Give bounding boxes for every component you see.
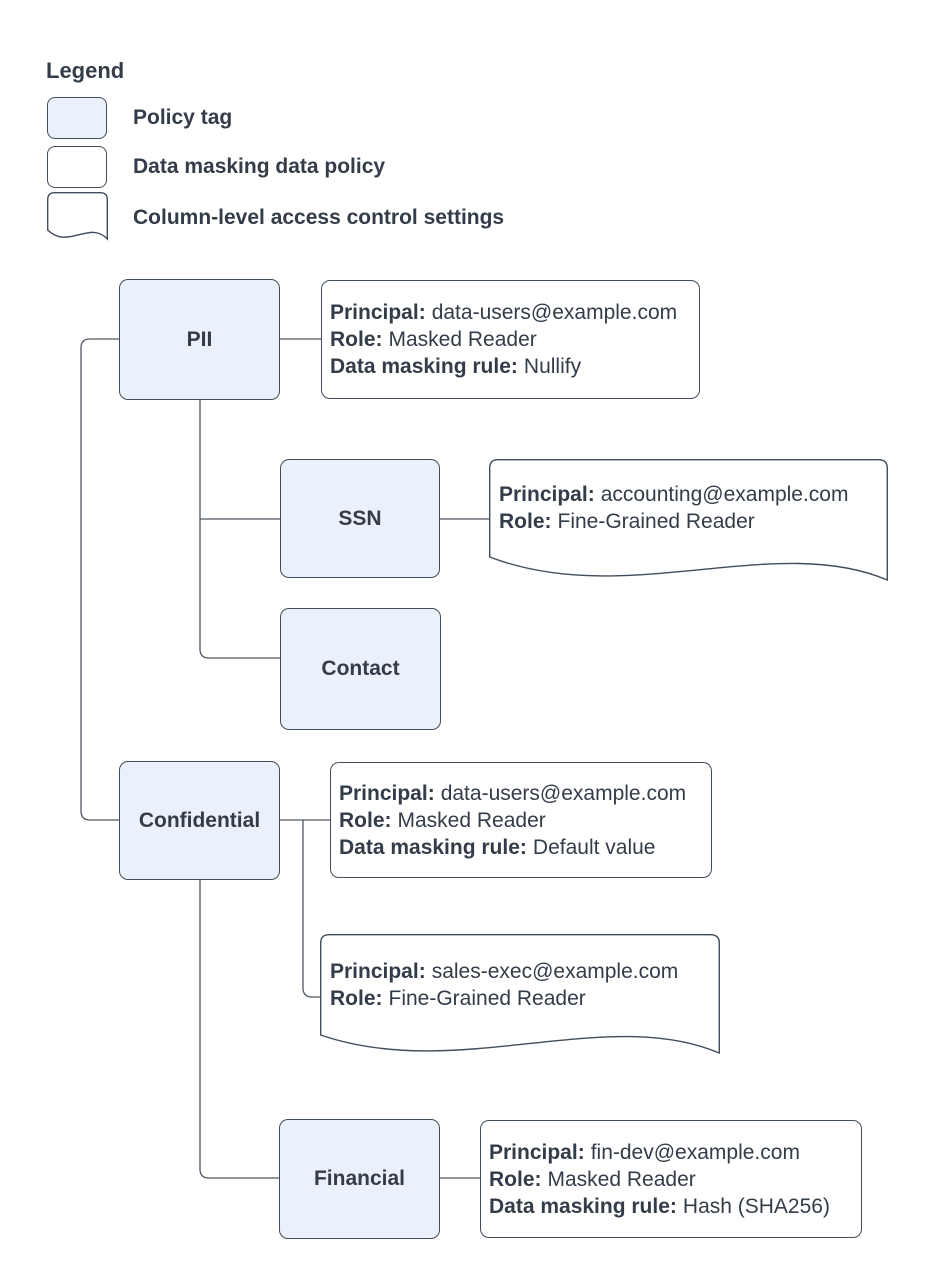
data-policy-financial-masking: Principal:fin-dev@example.com Role:Maske… xyxy=(480,1120,862,1238)
policy-tag-confidential: Confidential xyxy=(119,761,280,880)
access-control-ssn-text: Principal:accounting@example.com Role:Fi… xyxy=(489,459,888,557)
policy-tag-pii: PII xyxy=(119,279,280,400)
connector-pii-to-ssn xyxy=(199,400,280,520)
policy-line: Data masking rule:Nullify xyxy=(330,355,582,378)
legend-data-policy-label: Data masking data policy xyxy=(133,155,386,178)
policy-line: Data masking rule:Hash (SHA256) xyxy=(489,1194,830,1218)
policy-tag-pii-label: PII xyxy=(186,327,213,351)
policy-line: Data masking rule:Default value xyxy=(339,835,656,859)
connector-trunk-pii-confidential xyxy=(80,338,119,821)
connector-confidential-to-access-doc xyxy=(302,820,320,998)
access-control-ssn: Principal:accounting@example.com Role:Fi… xyxy=(489,459,888,589)
document-shape xyxy=(320,934,720,1055)
legend-title: Legend xyxy=(46,58,125,83)
legend-policy-tag-swatch xyxy=(47,97,107,139)
policy-line: Role:Masked Reader xyxy=(339,808,546,832)
connector-confidential-to-financial xyxy=(199,880,279,1179)
policy-line: Role:Masked Reader xyxy=(330,328,537,351)
connector-pii-to-contact xyxy=(199,519,280,659)
policy-tag-financial-label: Financial xyxy=(313,1167,406,1190)
policy-tag-ssn-label: SSN xyxy=(338,506,382,530)
document-shape xyxy=(489,459,888,582)
legend-document-label: Column-level access control settings xyxy=(133,205,505,229)
policy-line: Principal:data-users@example.com xyxy=(339,781,687,805)
access-control-confidential-text: Principal:sales-exec@example.com Role:Fi… xyxy=(320,934,720,1035)
legend-data-policy-swatch xyxy=(47,146,107,188)
policy-tag-ssn: SSN xyxy=(280,459,440,578)
policy-line: Role:Masked Reader xyxy=(489,1167,696,1191)
legend-document-swatch xyxy=(47,192,108,241)
policy-line: Principal:accounting@example.com xyxy=(499,483,849,506)
policy-line: Role:Fine-Grained Reader xyxy=(330,986,586,1010)
policy-tag-contact: Contact xyxy=(280,608,441,730)
policy-line: Principal:data-users@example.com xyxy=(330,301,678,324)
access-control-confidential: Principal:sales-exec@example.com Role:Fi… xyxy=(320,934,720,1062)
policy-tag-financial: Financial xyxy=(279,1119,440,1239)
data-policy-confidential-masking: Principal:data-users@example.com Role:Ma… xyxy=(330,762,712,878)
legend-policy-tag-label: Policy tag xyxy=(133,106,233,129)
policy-tag-confidential-label: Confidential xyxy=(138,808,261,832)
policy-line: Role:Fine-Grained Reader xyxy=(499,510,755,533)
policy-tag-contact-label: Contact xyxy=(321,657,400,680)
policy-line: Principal:fin-dev@example.com xyxy=(489,1140,800,1164)
data-policy-pii-masking: Principal:data-users@example.com Role:Ma… xyxy=(321,280,700,399)
policy-line: Principal:sales-exec@example.com xyxy=(330,959,679,983)
